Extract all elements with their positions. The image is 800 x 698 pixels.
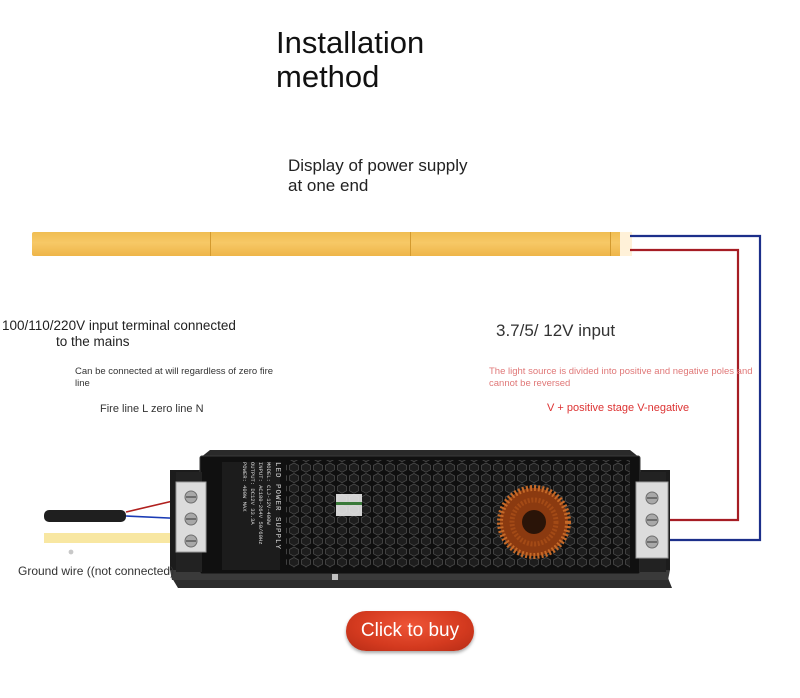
input-terminal-block (175, 481, 207, 553)
psu-model: MODEL: CLJ-12V-400W (265, 462, 272, 525)
toroid-coil (497, 485, 571, 559)
ground-wire (44, 533, 190, 543)
ground-wire-dot (68, 549, 74, 555)
fire-zero-label: Fire line L zero line N (100, 403, 204, 415)
led-strip (32, 232, 632, 256)
strip-caption: Display of power supply at one end (288, 156, 468, 195)
psu-input: INPUT: AC180-264V 50/60Hz (257, 462, 264, 545)
output-terminal-block (635, 481, 669, 559)
psu-output: OUTPUT: DC12V 33.3A (249, 462, 256, 525)
input-terminal-line1: 100/110/220V input terminal connected (2, 318, 236, 333)
input-polarity-note: Can be connected at will regardless of z… (75, 366, 274, 389)
psu-title: LED POWER SUPPLY (273, 462, 281, 551)
negative-wire (630, 234, 762, 542)
output-voltage-label: 3.7/5/ 12V input (496, 321, 616, 340)
input-terminal-line2: to the mains (56, 334, 130, 349)
psu-spec-label: LED POWER SUPPLY MODEL: CLJ-12V-400W INP… (222, 462, 281, 570)
ground-wire-label: Ground wire ((not connected) (18, 564, 175, 578)
led-strip-end-cap (620, 232, 632, 256)
click-to-buy-button[interactable]: Click to buy (346, 611, 474, 651)
output-polarity-note: The light source is divided into positiv… (489, 366, 753, 389)
positive-wire (630, 248, 740, 522)
page-title: Installation method (276, 25, 425, 94)
polarity-signs-label: V + positive stage V-negative (547, 402, 690, 414)
input-cable (44, 510, 126, 522)
input-terminal-label: 100/110/220V input terminal connected to… (2, 318, 272, 350)
psu-power: POWER: 400W MAX (241, 462, 248, 512)
